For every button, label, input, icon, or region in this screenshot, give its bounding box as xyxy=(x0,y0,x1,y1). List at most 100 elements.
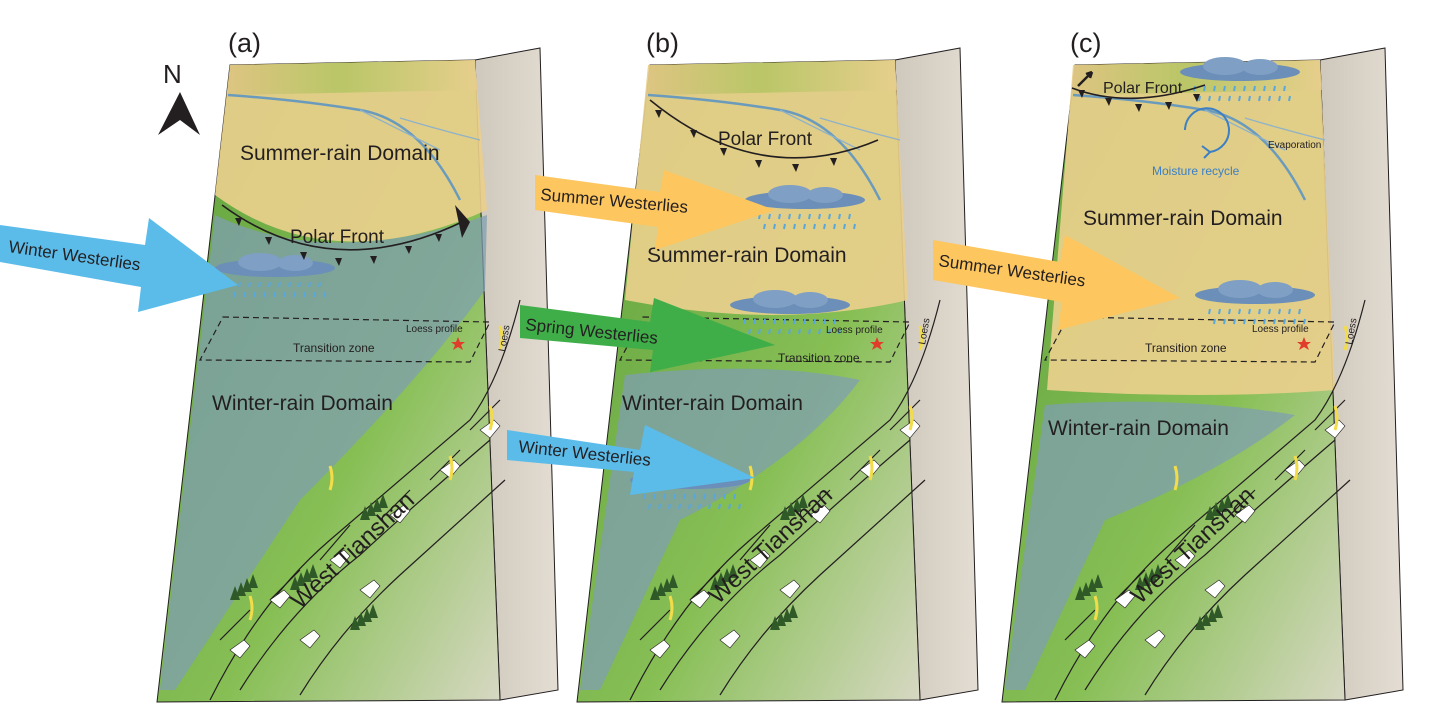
tree-icon xyxy=(236,582,246,596)
raindrop-icon xyxy=(1283,318,1286,325)
transition-zone-box xyxy=(1044,316,1336,363)
compass: N xyxy=(158,59,200,135)
raindrop-icon xyxy=(793,318,796,325)
tree-icon xyxy=(798,494,808,508)
raindrop-icon xyxy=(1198,95,1201,102)
raindrop-icon xyxy=(763,318,766,325)
moisture-recycle-label: Moisture recycle xyxy=(1152,164,1240,178)
tree-icon xyxy=(1207,608,1217,622)
raindrop-icon xyxy=(258,281,261,288)
river-tributary xyxy=(1204,109,1326,151)
front-motion-arrow-icon xyxy=(1077,70,1094,87)
front-triangle-icon xyxy=(235,218,242,226)
tree-icon xyxy=(1075,586,1085,600)
raindrop-icon xyxy=(733,493,736,500)
tree-icon xyxy=(1141,572,1151,586)
raindrop-icon xyxy=(1268,308,1271,315)
raindrop-icon xyxy=(813,318,816,325)
panel-c xyxy=(1001,47,1404,703)
loess-label-a: Loess xyxy=(497,324,512,352)
raindrop-icon xyxy=(828,213,831,220)
front-triangle-icon xyxy=(792,164,799,172)
raindrop-icon xyxy=(778,328,781,335)
raindrop-icon xyxy=(1278,308,1281,315)
forest-icon xyxy=(780,494,808,520)
ridge-line xyxy=(299,479,506,696)
tree-icon xyxy=(1081,582,1091,596)
raindrop-icon xyxy=(743,318,746,325)
raindrop-icon xyxy=(1203,85,1206,92)
raindrop-icon xyxy=(688,503,691,510)
tree-icon xyxy=(248,574,258,588)
forest-icon xyxy=(1075,574,1103,600)
west-tianshan-ridges xyxy=(1054,299,1366,701)
winter-westerlies-arrow-a: Winter Westerlies xyxy=(0,218,238,312)
loess-strip xyxy=(488,405,494,431)
ridge-line xyxy=(219,399,501,641)
raindrop-icon xyxy=(1253,85,1256,92)
raindrop-icon xyxy=(1268,95,1271,102)
snow-patch xyxy=(689,589,711,609)
raindrop-icon xyxy=(663,493,666,500)
tree-icon xyxy=(290,576,300,590)
raindrop-icon xyxy=(788,213,791,220)
loess-strip xyxy=(448,455,454,481)
raindrop-icon xyxy=(833,223,836,230)
snow-patch xyxy=(649,639,671,659)
raindrop-icon xyxy=(1213,318,1216,325)
snow-patch xyxy=(1074,639,1096,659)
tree-icon xyxy=(1201,612,1211,626)
raindrop-icon xyxy=(798,213,801,220)
polar-front-a: Polar Front xyxy=(221,204,470,251)
tree-icon xyxy=(662,578,672,592)
lower-domain-label-c: Winter-rain Domain xyxy=(1048,417,1229,440)
raindrop-icon xyxy=(698,503,701,510)
snow-patch xyxy=(1144,629,1166,649)
loess-profile-label-b: Loess profile xyxy=(826,325,883,336)
cloud-icon xyxy=(1195,280,1315,325)
tree-icon xyxy=(230,586,240,600)
loess-profile-star-icon xyxy=(1297,337,1311,350)
raindrop-icon xyxy=(823,318,826,325)
raindrop-icon xyxy=(703,493,706,500)
raindrop-icon xyxy=(1208,308,1211,315)
panel-a xyxy=(156,47,559,703)
loess-strip xyxy=(1093,595,1099,621)
front-triangle-icon xyxy=(655,110,662,118)
raindrop-icon xyxy=(693,493,696,500)
loess-strip xyxy=(328,465,334,491)
raindrop-icon xyxy=(823,223,826,230)
raindrop-icon xyxy=(1258,308,1261,315)
loess-profile-star-icon xyxy=(451,337,465,350)
raindrop-icon xyxy=(308,281,311,288)
forest-icon xyxy=(650,574,678,600)
raindrop-icon xyxy=(1233,318,1236,325)
raindrop-icon xyxy=(748,328,751,335)
tree-icon xyxy=(1135,576,1145,590)
front-triangle-icon xyxy=(435,234,442,242)
raindrop-icon xyxy=(1288,95,1291,102)
raindrop-icon xyxy=(303,291,306,298)
transition-label-a: Transition zone xyxy=(293,341,375,355)
raindrop-icon xyxy=(708,503,711,510)
raindrop-icon xyxy=(1243,318,1246,325)
tree-icon xyxy=(722,568,732,582)
raindrop-icon xyxy=(818,213,821,220)
raindrop-icon xyxy=(768,213,771,220)
evaporation-label: Evaporation xyxy=(1268,140,1321,151)
raindrop-icon xyxy=(668,503,671,510)
front-triangle-icon xyxy=(720,148,727,156)
tree-icon xyxy=(776,612,786,626)
raindrop-icon xyxy=(243,291,246,298)
cloud-icon xyxy=(1180,57,1300,102)
forest-icon xyxy=(770,604,798,630)
raindrop-icon xyxy=(838,213,841,220)
raindrop-icon xyxy=(1288,308,1291,315)
raindrop-icon xyxy=(818,328,821,335)
snow-patch xyxy=(859,459,881,479)
forest-icon xyxy=(1205,494,1233,520)
raindrop-icon xyxy=(1263,85,1266,92)
transition-zone-box xyxy=(619,316,911,363)
tree-icon xyxy=(378,494,388,508)
tree-icon xyxy=(782,608,792,622)
